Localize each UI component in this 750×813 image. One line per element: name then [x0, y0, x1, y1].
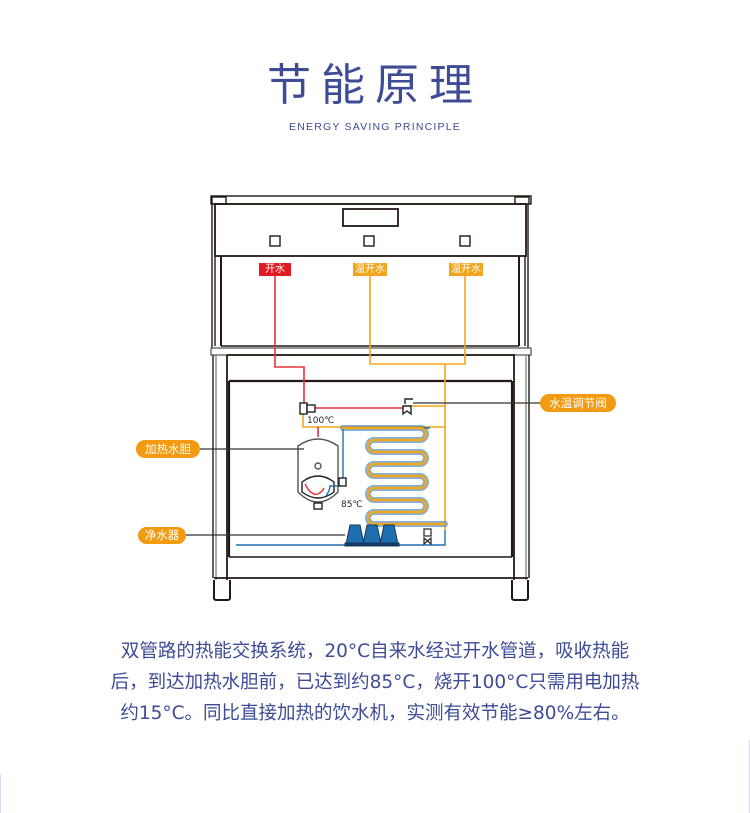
description-line: 后，到达加热水胆前，已达到约85°C，烧开100°C只需用电加热 [110, 672, 640, 693]
page-subtitle: ENERGY SAVING PRINCIPLE [289, 121, 461, 133]
button-icon [459, 235, 471, 247]
tap-label-warm: 温开水 [449, 263, 483, 276]
hot-water-pipe [274, 276, 305, 405]
description-line: 约15°C。同比直接加热的饮水机，实测有效节能≥80%左右。 [120, 703, 630, 724]
callout-heating-tank: 加热水胆 [136, 440, 200, 458]
outlet-valve-icon [423, 528, 432, 546]
button-icon [363, 235, 375, 247]
three-way-fitting [299, 402, 316, 415]
description: 双管路的热能交换系统，20°C自来水经过开水管道，吸收热能 后，到达加热水胆前，… [60, 636, 690, 729]
heat-exchange-coil [340, 425, 448, 527]
warm-water-pipe [369, 276, 466, 365]
display-screen [342, 208, 399, 227]
tap-label-warm: 温开水 [353, 263, 387, 276]
cold-water-pipe [236, 530, 446, 546]
frame-edge [0, 774, 1, 813]
temp-100: 100℃ [307, 416, 335, 426]
temp-valve-icon [402, 398, 413, 416]
temp-85: 85℃ [341, 500, 363, 510]
heating-tank [297, 438, 347, 510]
tap-label-boiling: 开水 [259, 263, 291, 276]
button-icon [269, 235, 281, 247]
callout-leaders [186, 402, 541, 536]
water-purifier-icon [344, 524, 400, 547]
callout-temp-valve: 水温调节阀 [540, 394, 616, 412]
description-line: 双管路的热能交换系统，20°C自来水经过开水管道，吸收热能 [120, 641, 630, 662]
callout-water-purifier: 净水器 [138, 527, 186, 544]
page-title: 节能原理 [267, 60, 483, 111]
lower-cabinet [210, 347, 532, 601]
